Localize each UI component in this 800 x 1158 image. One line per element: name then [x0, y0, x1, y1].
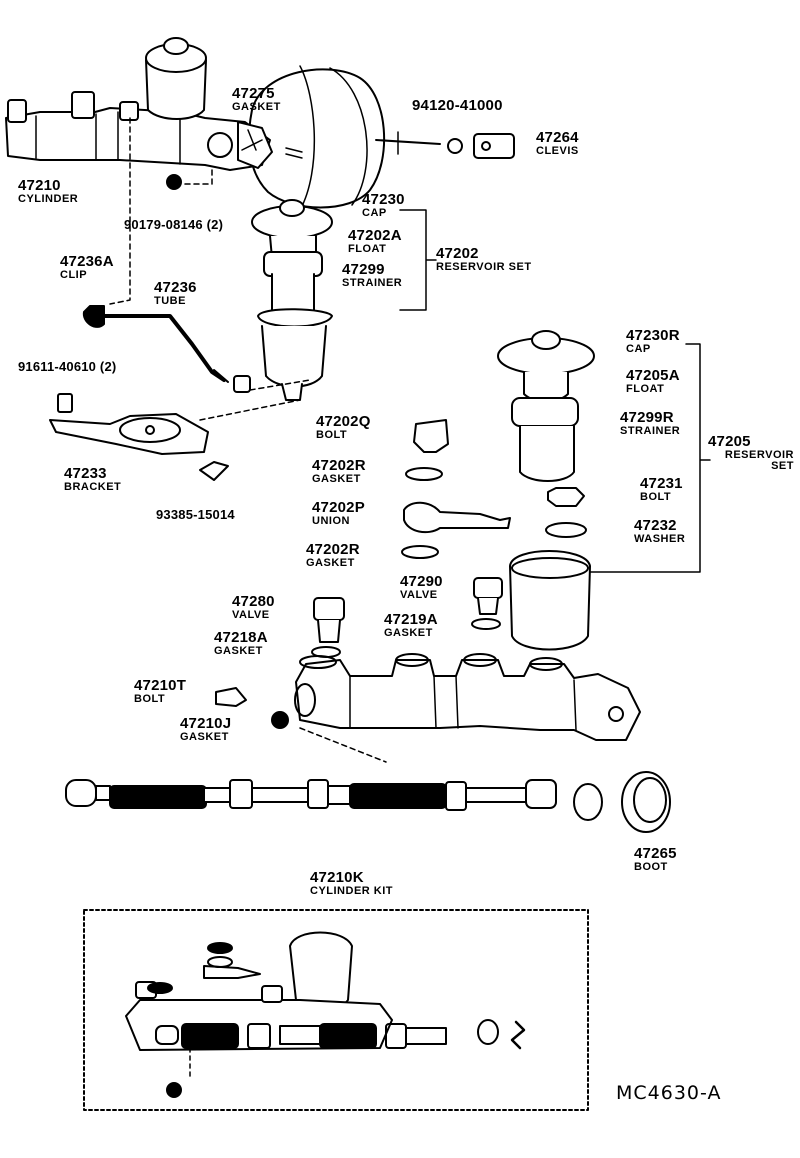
- label-47205: 47205 RESERVOIR SET: [708, 433, 794, 472]
- set-brackets: [399, 209, 711, 573]
- drawing-code: MC4630-A: [616, 1082, 722, 1104]
- leader-lines: [109, 117, 387, 763]
- reservoir-set-47205: [497, 330, 595, 651]
- master-cylinder-top: [5, 37, 273, 171]
- valves: [311, 577, 503, 658]
- label-90179-08146: 90179-08146 (2): [124, 217, 224, 232]
- tube-47236: [82, 305, 251, 393]
- label-91611-40610: 91611-40610 (2): [18, 359, 117, 374]
- bracket-47233: [49, 393, 229, 481]
- reservoir-set-47202: [251, 199, 333, 401]
- cylinder-kit-box: [83, 909, 589, 1111]
- union-bolt-set: [401, 419, 511, 559]
- master-cylinder-main: [215, 653, 641, 741]
- brake-booster: [248, 65, 441, 211]
- clevis-top: [447, 133, 515, 159]
- nut-90179: [166, 174, 182, 190]
- label-94120-41000: 94120-41000: [412, 97, 503, 114]
- pistons-and-springs: [65, 771, 671, 833]
- label-93385-15014: 93385-15014: [156, 507, 235, 522]
